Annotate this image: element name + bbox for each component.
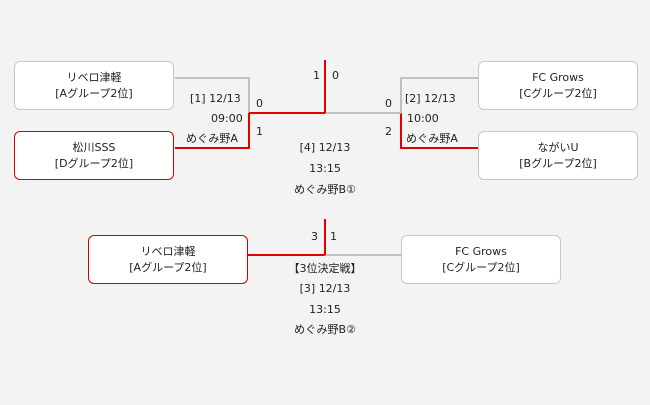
team-group: [Aグループ2位]	[129, 260, 207, 274]
match1-venue: めぐみ野A	[186, 132, 238, 145]
team-box-t2[interactable]: 松川SSS [Dグループ2位]	[14, 131, 174, 180]
match2-time: 10:00	[407, 112, 439, 125]
line-m1-top	[175, 77, 250, 113]
team-name: 松川SSS	[72, 140, 116, 154]
match3-score-left: 3	[311, 230, 318, 243]
team-name: リベロ津軽	[66, 70, 122, 84]
line-m2-bottom	[400, 113, 478, 149]
team-group: [Cグループ2位]	[519, 86, 597, 100]
match3-score-right: 1	[330, 230, 337, 243]
team-box-t3[interactable]: FC Grows [Cグループ2位]	[478, 61, 638, 110]
team-group: [Bグループ2位]	[519, 156, 597, 170]
match4-score-right: 0	[332, 69, 339, 82]
match4-venue: めぐみ野B①	[294, 183, 356, 196]
match3-time: 13:15	[309, 303, 341, 316]
team-box-t6[interactable]: FC Grows [Cグループ2位]	[401, 235, 561, 284]
team-group: [Aグループ2位]	[55, 86, 133, 100]
team-name: ながいU	[537, 140, 579, 154]
team-name: リベロ津軽	[140, 244, 196, 258]
match4-time: 13:15	[309, 162, 341, 175]
match2-label: [2] 12/13	[405, 92, 456, 105]
match4-label: [4] 12/13	[299, 141, 351, 154]
match3-venue: めぐみ野B②	[294, 323, 356, 336]
line-m2-top	[400, 77, 478, 113]
team-box-t4[interactable]: ながいU [Bグループ2位]	[478, 131, 638, 180]
team-name: FC Grows	[532, 70, 584, 84]
match3-label: [3] 12/13	[299, 282, 351, 295]
match1-score-bottom: 1	[256, 125, 263, 138]
match2-venue: めぐみ野A	[406, 132, 458, 145]
team-group: [Dグループ2位]	[54, 156, 134, 170]
match3-title: 【3位決定戦】	[288, 262, 362, 275]
team-name: FC Grows	[455, 244, 507, 258]
line-m1-bottom	[175, 113, 250, 149]
match1-score-top: 0	[256, 97, 263, 110]
team-box-t5[interactable]: リベロ津軽 [Aグループ2位]	[88, 235, 248, 284]
team-group: [Cグループ2位]	[442, 260, 520, 274]
match2-score-top: 0	[385, 97, 392, 110]
match4-score-left: 1	[313, 69, 320, 82]
team-box-t1[interactable]: リベロ津軽 [Aグループ2位]	[14, 61, 174, 110]
match1-label: [1] 12/13	[190, 92, 241, 105]
match2-score-bottom: 2	[385, 125, 392, 138]
match1-time: 09:00	[211, 112, 243, 125]
